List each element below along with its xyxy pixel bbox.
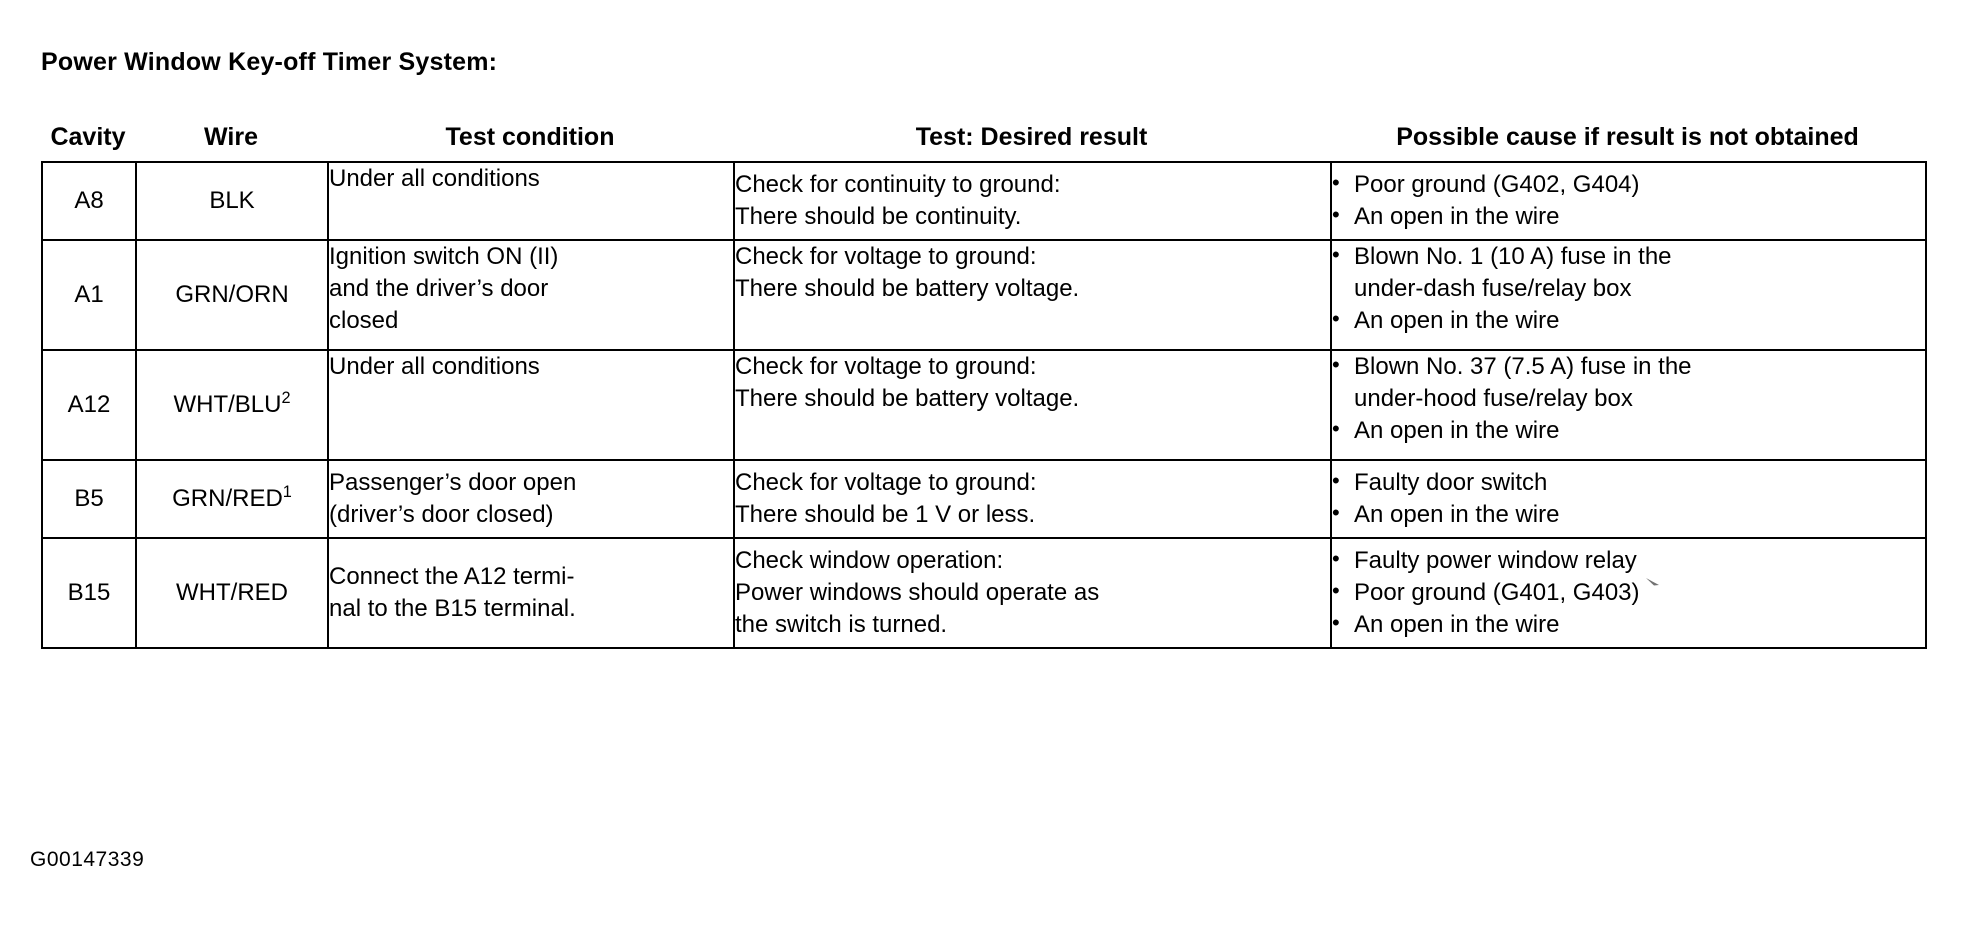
wire-color-label: WHT/RED: [176, 578, 288, 606]
test-condition-line: Passenger’s door open: [329, 468, 577, 496]
cause-bullet-item: An open in the wire: [1332, 498, 1925, 531]
desired-result-line: Check for voltage to ground:: [735, 468, 1037, 496]
cause-bullet-text: An open in the wire: [1354, 203, 1560, 230]
troubleshooting-table: A8 BLK Under all conditions Check for co…: [41, 161, 1927, 649]
cause-bullet-text: Blown No. 37 (7.5 A) fuse in the: [1354, 353, 1692, 380]
cell-desired-result: Check window operation: Power windows sh…: [733, 537, 1332, 649]
desired-result-line: There should be continuity.: [735, 203, 1022, 230]
cell-desired-result: Check for voltage to ground: There shoul…: [733, 459, 1332, 539]
cell-possible-cause: Blown No. 1 (10 A) fuse in the under-das…: [1330, 239, 1927, 351]
scan-artifact-mark: [1646, 578, 1659, 586]
cause-bullet-item: An open in the wire: [1332, 304, 1925, 337]
cell-wire: BLK: [135, 161, 329, 241]
desired-result-line: Check window operation:: [735, 546, 1004, 574]
desired-result-line: the switch is turned.: [735, 611, 948, 639]
cause-bullet-item: Poor ground (G401, G403): [1332, 576, 1925, 609]
cause-bullet-list: Faulty door switch An open in the wire: [1332, 466, 1925, 531]
cell-possible-cause: Faulty door switch An open in the wire: [1330, 459, 1927, 539]
desired-result-line: There should be battery voltage.: [735, 385, 1080, 413]
column-header-cavity: Cavity: [50, 123, 126, 151]
cell-test-condition: Ignition switch ON (II) and the driver’s…: [327, 239, 735, 351]
cell-cavity: B5: [41, 459, 137, 539]
cell-possible-cause: Poor ground (G402, G404) An open in the …: [1330, 161, 1927, 241]
cause-bullet-text: Blown No. 1 (10 A) fuse in the: [1354, 243, 1672, 270]
table-column-headers: Cavity Wire Test condition Test: Desired…: [41, 123, 1925, 159]
cell-desired-result: Check for continuity to ground: There sh…: [733, 161, 1332, 241]
wire-footnote-marker: 1: [282, 482, 292, 501]
cell-desired-result: Check for voltage to ground: There shoul…: [733, 239, 1332, 351]
cell-cavity: A12: [41, 349, 137, 461]
cell-test-condition: Connect the A12 termi- nal to the B15 te…: [327, 537, 735, 649]
table-row: B5 GRN/RED1 Passenger’s door open (drive…: [41, 459, 1927, 539]
desired-result-line: There should be 1 V or less.: [735, 501, 1036, 528]
wire-color-label: BLK: [209, 186, 255, 214]
cause-bullet-list: Blown No. 37 (7.5 A) fuse in the under-h…: [1332, 350, 1925, 447]
cell-wire: WHT/BLU2: [135, 349, 329, 461]
cause-bullet-text: Poor ground (G402, G404): [1354, 170, 1640, 198]
desired-result-line: Check for voltage to ground:: [735, 243, 1037, 270]
cause-bullet-item: Poor ground (G402, G404): [1332, 168, 1925, 201]
table-row: A1 GRN/ORN Ignition switch ON (II) and t…: [41, 239, 1927, 351]
cause-bullet-continuation: under-hood fuse/relay box: [1354, 385, 1633, 413]
table-row: B15 WHT/RED Connect the A12 termi- nal t…: [41, 537, 1927, 649]
column-header-desired-result: Test: Desired result: [915, 123, 1148, 151]
cause-bullet-item: Blown No. 1 (10 A) fuse in the under-das…: [1332, 240, 1925, 305]
test-condition-line: (driver’s door closed): [329, 501, 554, 528]
figure-reference-code: G00147339: [30, 848, 145, 871]
cell-test-condition: Passenger’s door open (driver’s door clo…: [327, 459, 735, 539]
test-condition-line: closed: [329, 307, 399, 335]
cell-desired-result: Check for voltage to ground: There shoul…: [733, 349, 1332, 461]
desired-result-line: There should be battery voltage.: [735, 275, 1080, 303]
cause-bullet-item: Faulty power window relay: [1332, 544, 1925, 577]
test-condition-line: Connect the A12 termi-: [329, 562, 575, 590]
cell-cavity: B15: [41, 537, 137, 649]
table-row: A12 WHT/BLU2 Under all conditions Check …: [41, 349, 1927, 461]
wire-footnote-marker: 2: [281, 388, 291, 407]
desired-result-line: Check for voltage to ground:: [735, 353, 1037, 380]
column-header-possible-cause: Possible cause if result is not obtained: [1396, 123, 1859, 151]
cause-bullet-continuation: under-dash fuse/relay box: [1354, 275, 1632, 303]
cause-bullet-item: An open in the wire: [1332, 200, 1925, 233]
cause-bullet-item: An open in the wire: [1332, 414, 1925, 447]
cell-possible-cause: Blown No. 37 (7.5 A) fuse in the under-h…: [1330, 349, 1927, 461]
cell-possible-cause: Faulty power window relay Poor ground (G…: [1330, 537, 1927, 649]
cause-bullet-text: Poor ground (G401, G403): [1354, 578, 1640, 606]
cause-bullet-text: An open in the wire: [1354, 307, 1560, 335]
wire-color-label: WHT/BLU: [173, 390, 282, 418]
wire-color-label: GRN/ORN: [175, 280, 289, 308]
test-condition-line: Under all conditions: [329, 165, 540, 192]
wire-color-label: GRN/RED: [172, 484, 283, 512]
cause-bullet-item: Blown No. 37 (7.5 A) fuse in the under-h…: [1332, 350, 1925, 415]
cell-wire: GRN/ORN: [135, 239, 329, 351]
cause-bullet-item: An open in the wire: [1332, 608, 1925, 641]
cause-bullet-item: Faulty door switch: [1332, 466, 1925, 499]
cause-bullet-list: Faulty power window relay Poor ground (G…: [1332, 544, 1925, 641]
cause-bullet-list: Blown No. 1 (10 A) fuse in the under-das…: [1332, 240, 1925, 337]
test-condition-line: Under all conditions: [329, 353, 540, 380]
cause-bullet-list: Poor ground (G402, G404) An open in the …: [1332, 168, 1925, 233]
column-header-test-condition: Test condition: [445, 123, 615, 151]
cell-test-condition: Under all conditions: [327, 161, 735, 241]
desired-result-line: Check for continuity to ground:: [735, 170, 1061, 198]
cause-bullet-text: Faulty door switch: [1354, 468, 1548, 496]
cell-wire: GRN/RED1: [135, 459, 329, 539]
cause-bullet-text: An open in the wire: [1354, 611, 1560, 639]
page-title: Power Window Key-off Timer System:: [41, 48, 498, 76]
test-condition-line: and the driver’s door: [329, 275, 549, 303]
table-row: A8 BLK Under all conditions Check for co…: [41, 161, 1927, 241]
cause-bullet-text: An open in the wire: [1354, 501, 1560, 528]
cell-cavity: A8: [41, 161, 137, 241]
cell-wire: WHT/RED: [135, 537, 329, 649]
test-condition-line: Ignition switch ON (II): [329, 243, 559, 270]
test-condition-line: nal to the B15 terminal.: [329, 595, 576, 622]
cell-cavity: A1: [41, 239, 137, 351]
cause-bullet-text: An open in the wire: [1354, 417, 1560, 445]
cell-test-condition: Under all conditions: [327, 349, 735, 461]
desired-result-line: Power windows should operate as: [735, 578, 1100, 606]
cause-bullet-text: Faulty power window relay: [1354, 546, 1637, 574]
column-header-wire: Wire: [204, 123, 258, 151]
